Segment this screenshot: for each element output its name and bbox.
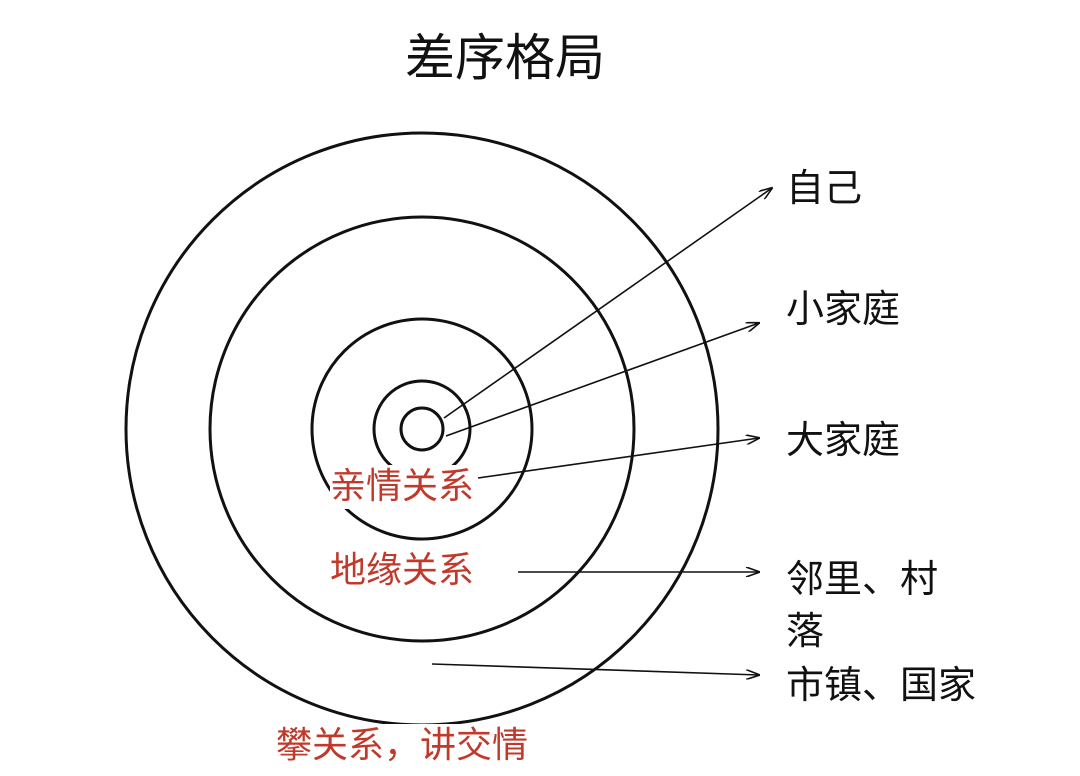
- relation-geographic: 地缘关系: [330, 549, 475, 593]
- circle-self: [399, 406, 445, 452]
- label-neighbors-line2: 落: [786, 609, 825, 653]
- label-big-family: 大家庭: [786, 418, 901, 462]
- label-small-family: 小家庭: [786, 287, 901, 331]
- circle-big-family: [310, 317, 534, 541]
- label-town-state: 市镇、国家: [786, 663, 977, 707]
- arrow-small-family: [445, 323, 759, 437]
- diagram-title: 差序格局: [405, 29, 605, 87]
- arrow-town-state: [431, 663, 759, 675]
- relation-social: 攀关系，讲交情: [276, 724, 529, 768]
- circle-town-state: [124, 131, 720, 727]
- arrow-self: [443, 188, 772, 419]
- circle-neighbors: [208, 215, 636, 643]
- arrow-big-family: [477, 438, 759, 479]
- label-self: 自己: [786, 166, 863, 210]
- label-neighbors-line1: 邻里、村: [786, 557, 939, 601]
- circle-small-family: [372, 379, 472, 479]
- relation-kinship: 亲情关系: [330, 465, 475, 509]
